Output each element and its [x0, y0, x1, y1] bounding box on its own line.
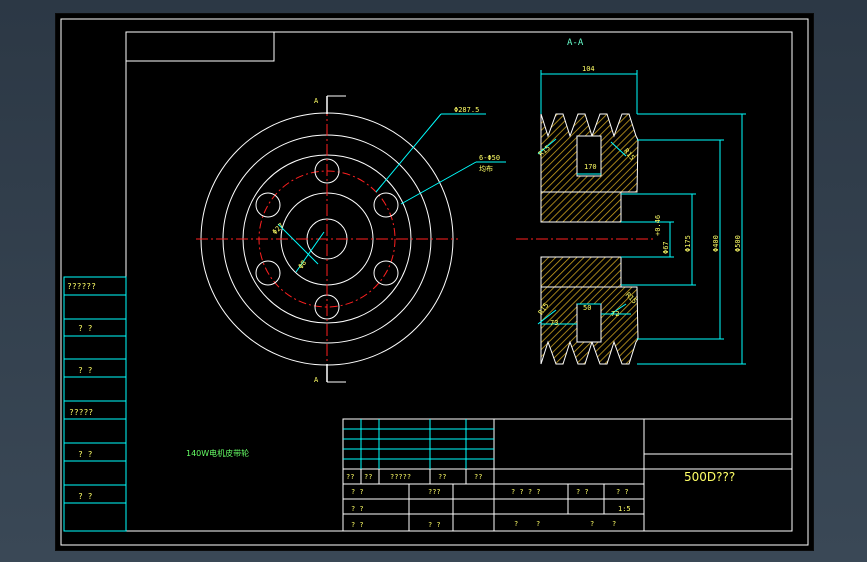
outer-frame [60, 18, 809, 546]
title-scale: 1:5 [618, 505, 631, 513]
dim-73: 73 [550, 319, 558, 327]
dim-hub-bore: Φ8 [297, 259, 308, 271]
section-label: A-A [567, 38, 584, 48]
drawing-note: 140W电机皮带轮 [186, 448, 249, 458]
title-bot-c: ? [590, 520, 594, 528]
title-row4-a: ? ? [351, 521, 364, 529]
dim-holes-note: 均布 [479, 164, 493, 173]
title-row3-a: ? ? [351, 505, 364, 513]
revision-grid [343, 419, 494, 469]
title-row2-b: ??? [428, 488, 441, 496]
left-table-cell-6: ? ? [78, 492, 93, 501]
title-bot-a: ? [514, 520, 518, 528]
dim-170: 170 [584, 163, 597, 171]
left-table-cell-2: ? ? [78, 324, 93, 333]
drawing-canvas: ?????? ? ? ? ? ????? ? ? ? ? [60, 18, 809, 546]
dim-500: Φ500 [734, 235, 742, 252]
left-side-table [63, 276, 127, 532]
title-row-label-5: ?? [474, 473, 482, 481]
cad-viewport[interactable]: ?????? ? ? ? ? ????? ? ? ? ? [55, 13, 814, 551]
dim-72: 72 [611, 310, 619, 318]
dim-50: 50 [583, 304, 591, 312]
title-row-label-4: ?? [438, 473, 446, 481]
dim-key: +0.46 [654, 215, 662, 236]
dim-400: Φ400 [712, 235, 720, 252]
title-mid-a: ? ? ? ? [511, 488, 541, 496]
left-table-cell-1: ?????? [67, 282, 96, 291]
dim-pcd: Φ287.5 [454, 106, 479, 114]
front-view [196, 95, 506, 383]
title-row2-a: ? ? [351, 488, 364, 496]
cut-mark-top: A [314, 97, 319, 105]
dim-shaft: Φ67 [662, 241, 670, 254]
section-view [516, 70, 746, 365]
title-bot-d: ? [612, 520, 616, 528]
left-table-cell-3: ? ? [78, 366, 93, 375]
dim-holes: 6-Φ50 [479, 154, 500, 162]
title-row4-b: ? ? [428, 521, 441, 529]
dim-width-total: 104 [582, 65, 595, 73]
title-row-label-2: ?? [364, 473, 372, 481]
title-row-label-1: ?? [346, 473, 354, 481]
title-bot-b: ? [536, 520, 540, 528]
title-mid-c: ? ? [616, 488, 629, 496]
top-left-stamp-box [125, 31, 275, 62]
drawing-name: 500D??? [684, 470, 735, 484]
cut-mark-bottom: A [314, 376, 319, 384]
left-table-cell-4: ????? [69, 408, 93, 417]
left-table-cell-5: ? ? [78, 450, 93, 459]
title-mid-b: ? ? [576, 488, 589, 496]
title-block [342, 418, 793, 532]
title-row-label-3: ????? [390, 473, 411, 481]
dim-175: Φ175 [684, 235, 692, 252]
